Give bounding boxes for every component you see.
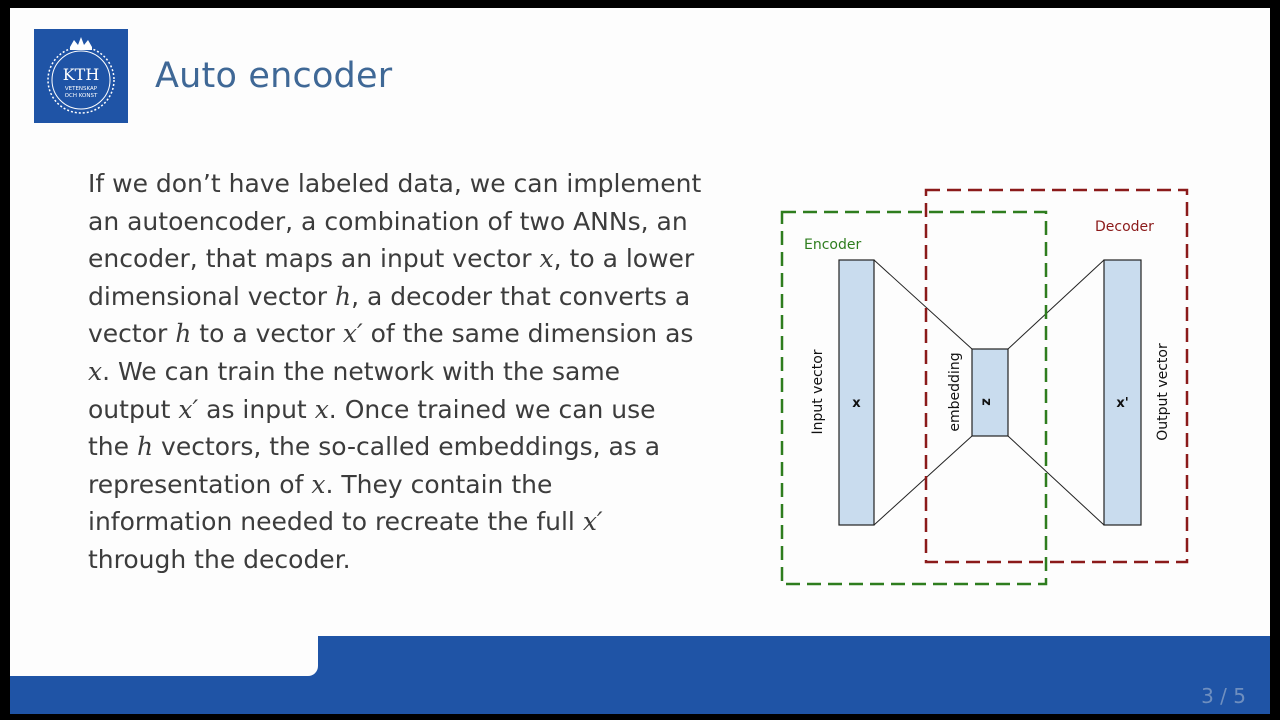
encoder-top-line [873,259,973,350]
encoder-label: Encoder [804,237,861,253]
math-symbol: x′ [178,394,199,424]
math-symbol: x [314,394,329,424]
body-line: information needed to recreate the full … [88,507,603,537]
body-line: If we don’t have labeled data, we can im… [88,169,702,198]
kth-seal-icon: KTH VETENSKAP OCH KONST [47,37,115,114]
body-line: encoder, that maps an input vector x, to… [88,244,695,274]
body-line: vector h to a vector x′ of the same dime… [88,319,694,349]
page-number: 3 / 5 [1201,684,1246,708]
footer-notch [10,628,318,676]
math-symbol: h [334,281,352,311]
encoder-bottom-line [873,435,973,526]
decoder-top-line [1007,259,1105,350]
body-line: x. We can train the network with the sam… [88,356,621,386]
embedding-box [971,348,1009,437]
logo-line1: VETENSKAP [65,86,98,92]
page-title: Auto encoder [155,56,393,96]
body-line: through the decoder. [88,544,351,574]
body-paragraph: If we don’t have labeled data, we can im… [88,165,728,579]
logo-wordmark: KTH [63,65,100,84]
body-line: the h vectors, the so-called embeddings,… [88,432,661,462]
math-symbol: x [88,356,103,386]
autoencoder-diagram: Encoder Decoder Input vector embedding O… [780,188,1189,586]
embedding-label: embedding [947,352,963,431]
math-symbol: x [539,244,554,274]
body-line: an autoencoder, a combination of two ANN… [88,206,688,236]
output-vector-box [1103,259,1142,526]
output-symbol: x' [1116,396,1128,411]
slide: KTH VETENSKAP OCH KONST Auto encoder If … [10,8,1270,714]
math-symbol: h [175,319,192,349]
output-vector-label: Output vector [1155,343,1171,441]
math-symbol: h [136,432,154,462]
kth-logo: KTH VETENSKAP OCH KONST [34,29,128,123]
math-symbol: x [311,469,326,499]
body-line: output x′ as input x. Once trained we ca… [88,394,656,424]
decoder-bottom-line [1007,435,1105,526]
logo-line2: OCH KONST [65,93,98,99]
math-symbol: x′ [342,319,363,349]
embedding-symbol: z [979,398,994,406]
input-symbol: x [852,396,861,411]
input-vector-box [838,259,875,526]
decoder-label: Decoder [1095,219,1154,235]
math-symbol: x′ [582,507,603,537]
body-line: representation of x. They contain the [88,469,553,499]
decoder-frame [924,188,1189,564]
body-line: dimensional vector h, a decoder that con… [88,281,691,311]
input-vector-label: Input vector [810,349,826,434]
encoder-frame [780,210,1048,586]
